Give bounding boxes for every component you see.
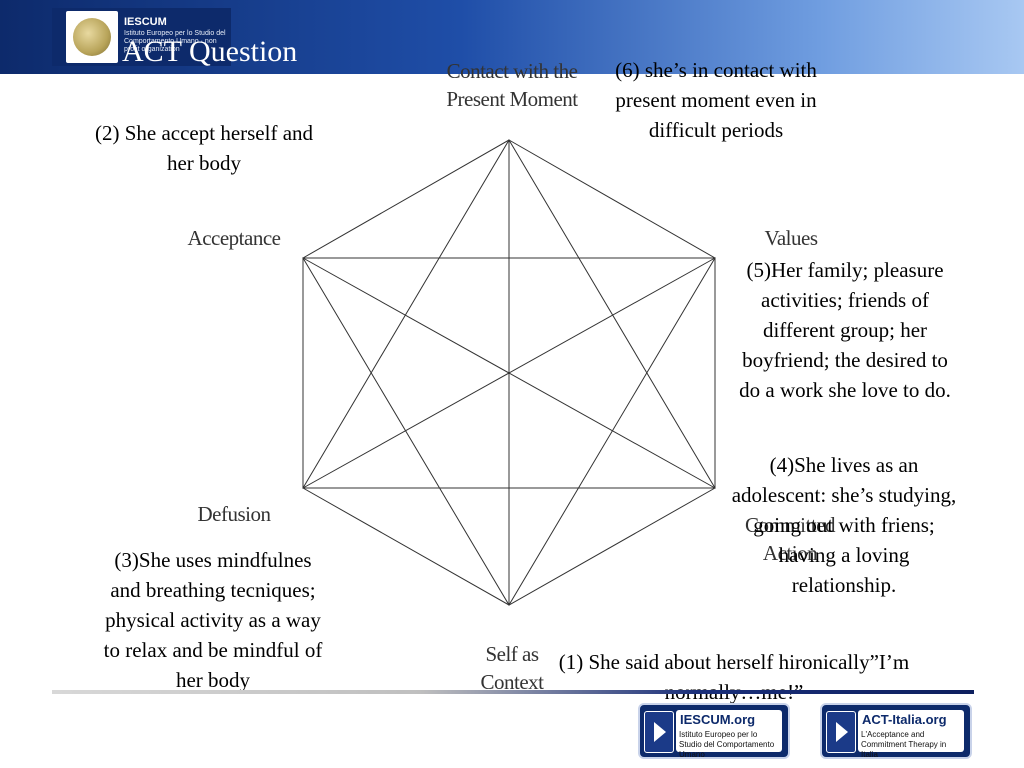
diagonal-topright-bottomleft — [302, 257, 716, 489]
logo-subtitle: Istituto Europeo per lo Studio del Compo… — [124, 30, 226, 53]
badge-title: IESCUM.org — [680, 712, 756, 727]
badge-subtitle: L'Acceptance and Commitment Therapy in I… — [861, 730, 947, 759]
iescum-link-badge[interactable]: IESCUM.org Istituto Europeo per lo Studi… — [638, 703, 790, 759]
badge-title: ACT-Italia.org — [862, 712, 947, 727]
note-1: (1) She said about herself hironically”I… — [558, 650, 910, 704]
footer-divider — [52, 690, 974, 694]
vertex-label-defusion: Defusion — [197, 502, 272, 526]
logo-name: IESCUM — [124, 16, 167, 28]
vertex-label-committed-action: Committed Action — [745, 513, 836, 565]
act-italia-link-badge[interactable]: ACT-Italia.org L'Acceptance and Commitme… — [820, 703, 972, 759]
globe-emblem-icon — [66, 11, 118, 63]
note-5: (5)Her family; pleasure activities; frie… — [739, 258, 951, 402]
vertex-label-acceptance: Acceptance — [187, 226, 281, 250]
triangle-down — [302, 257, 716, 606]
iescum-logo: IESCUM Istituto Europeo per lo Studio de… — [52, 8, 231, 66]
badge-subtitle: Istituto Europeo per lo Studio del Compo… — [679, 730, 775, 759]
vertex-label-values: Values — [764, 226, 819, 250]
vertex-label-contact-present-moment: Contact with the Present Moment — [446, 59, 578, 111]
slide-title: ACT Question — [122, 35, 298, 68]
play-arrow-icon — [826, 711, 856, 753]
header-banner: IESCUM Istituto Europeo per lo Studio de… — [0, 0, 1024, 74]
note-3: (3)She uses mindfulnes and breathing tec… — [103, 548, 323, 692]
triangle-up — [302, 139, 716, 489]
note-4: (4)She lives as an adolescent: she’s stu… — [731, 453, 957, 597]
note-2: (2) She accept herself and her body — [94, 121, 314, 175]
note-6: (6) she’s in contact with present moment… — [615, 58, 817, 142]
vertex-label-self-as-context: Self as Context — [480, 642, 545, 694]
play-arrow-icon — [644, 711, 674, 753]
